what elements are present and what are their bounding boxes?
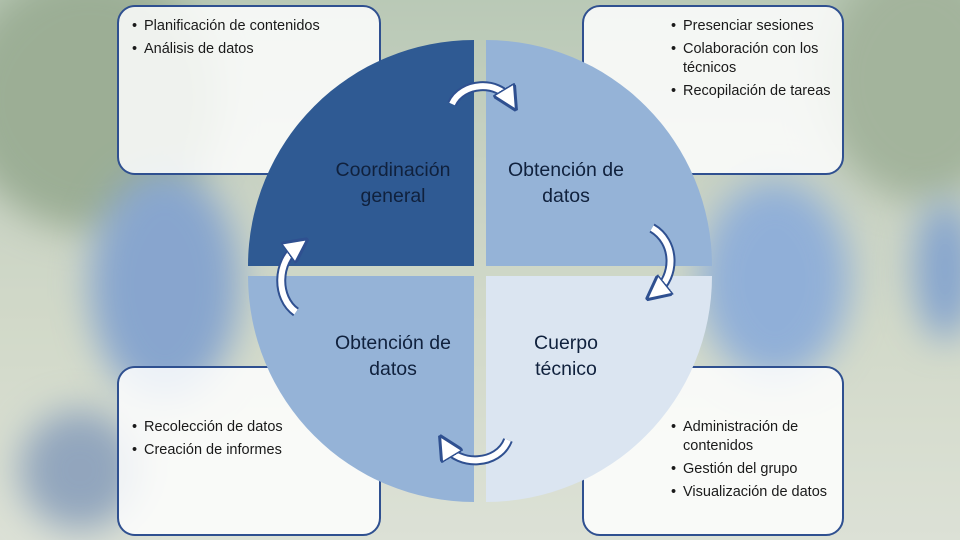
quadrant-obtencion-top (486, 40, 712, 266)
label-line: general (298, 183, 488, 209)
quadrant-label-coordinacion: Coordinación general (298, 157, 488, 209)
quadrant-obtencion-bottom (248, 276, 474, 502)
label-line: Cuerpo (471, 330, 661, 356)
quadrant-cuerpo-tecnico (486, 276, 712, 502)
label-line: técnico (471, 356, 661, 382)
quadrant-label-obtencion-top: Obtención de datos (471, 157, 661, 209)
quadrant-label-obtencion-bottom: Obtención de datos (298, 330, 488, 382)
quadrant-label-cuerpo-tecnico: Cuerpo técnico (471, 330, 661, 382)
label-line: Obtención de (471, 157, 661, 183)
label-line: Coordinación (298, 157, 488, 183)
label-line: Obtención de (298, 330, 488, 356)
quadrant-coordinacion (248, 40, 474, 266)
label-line: datos (298, 356, 488, 382)
label-line: datos (471, 183, 661, 209)
